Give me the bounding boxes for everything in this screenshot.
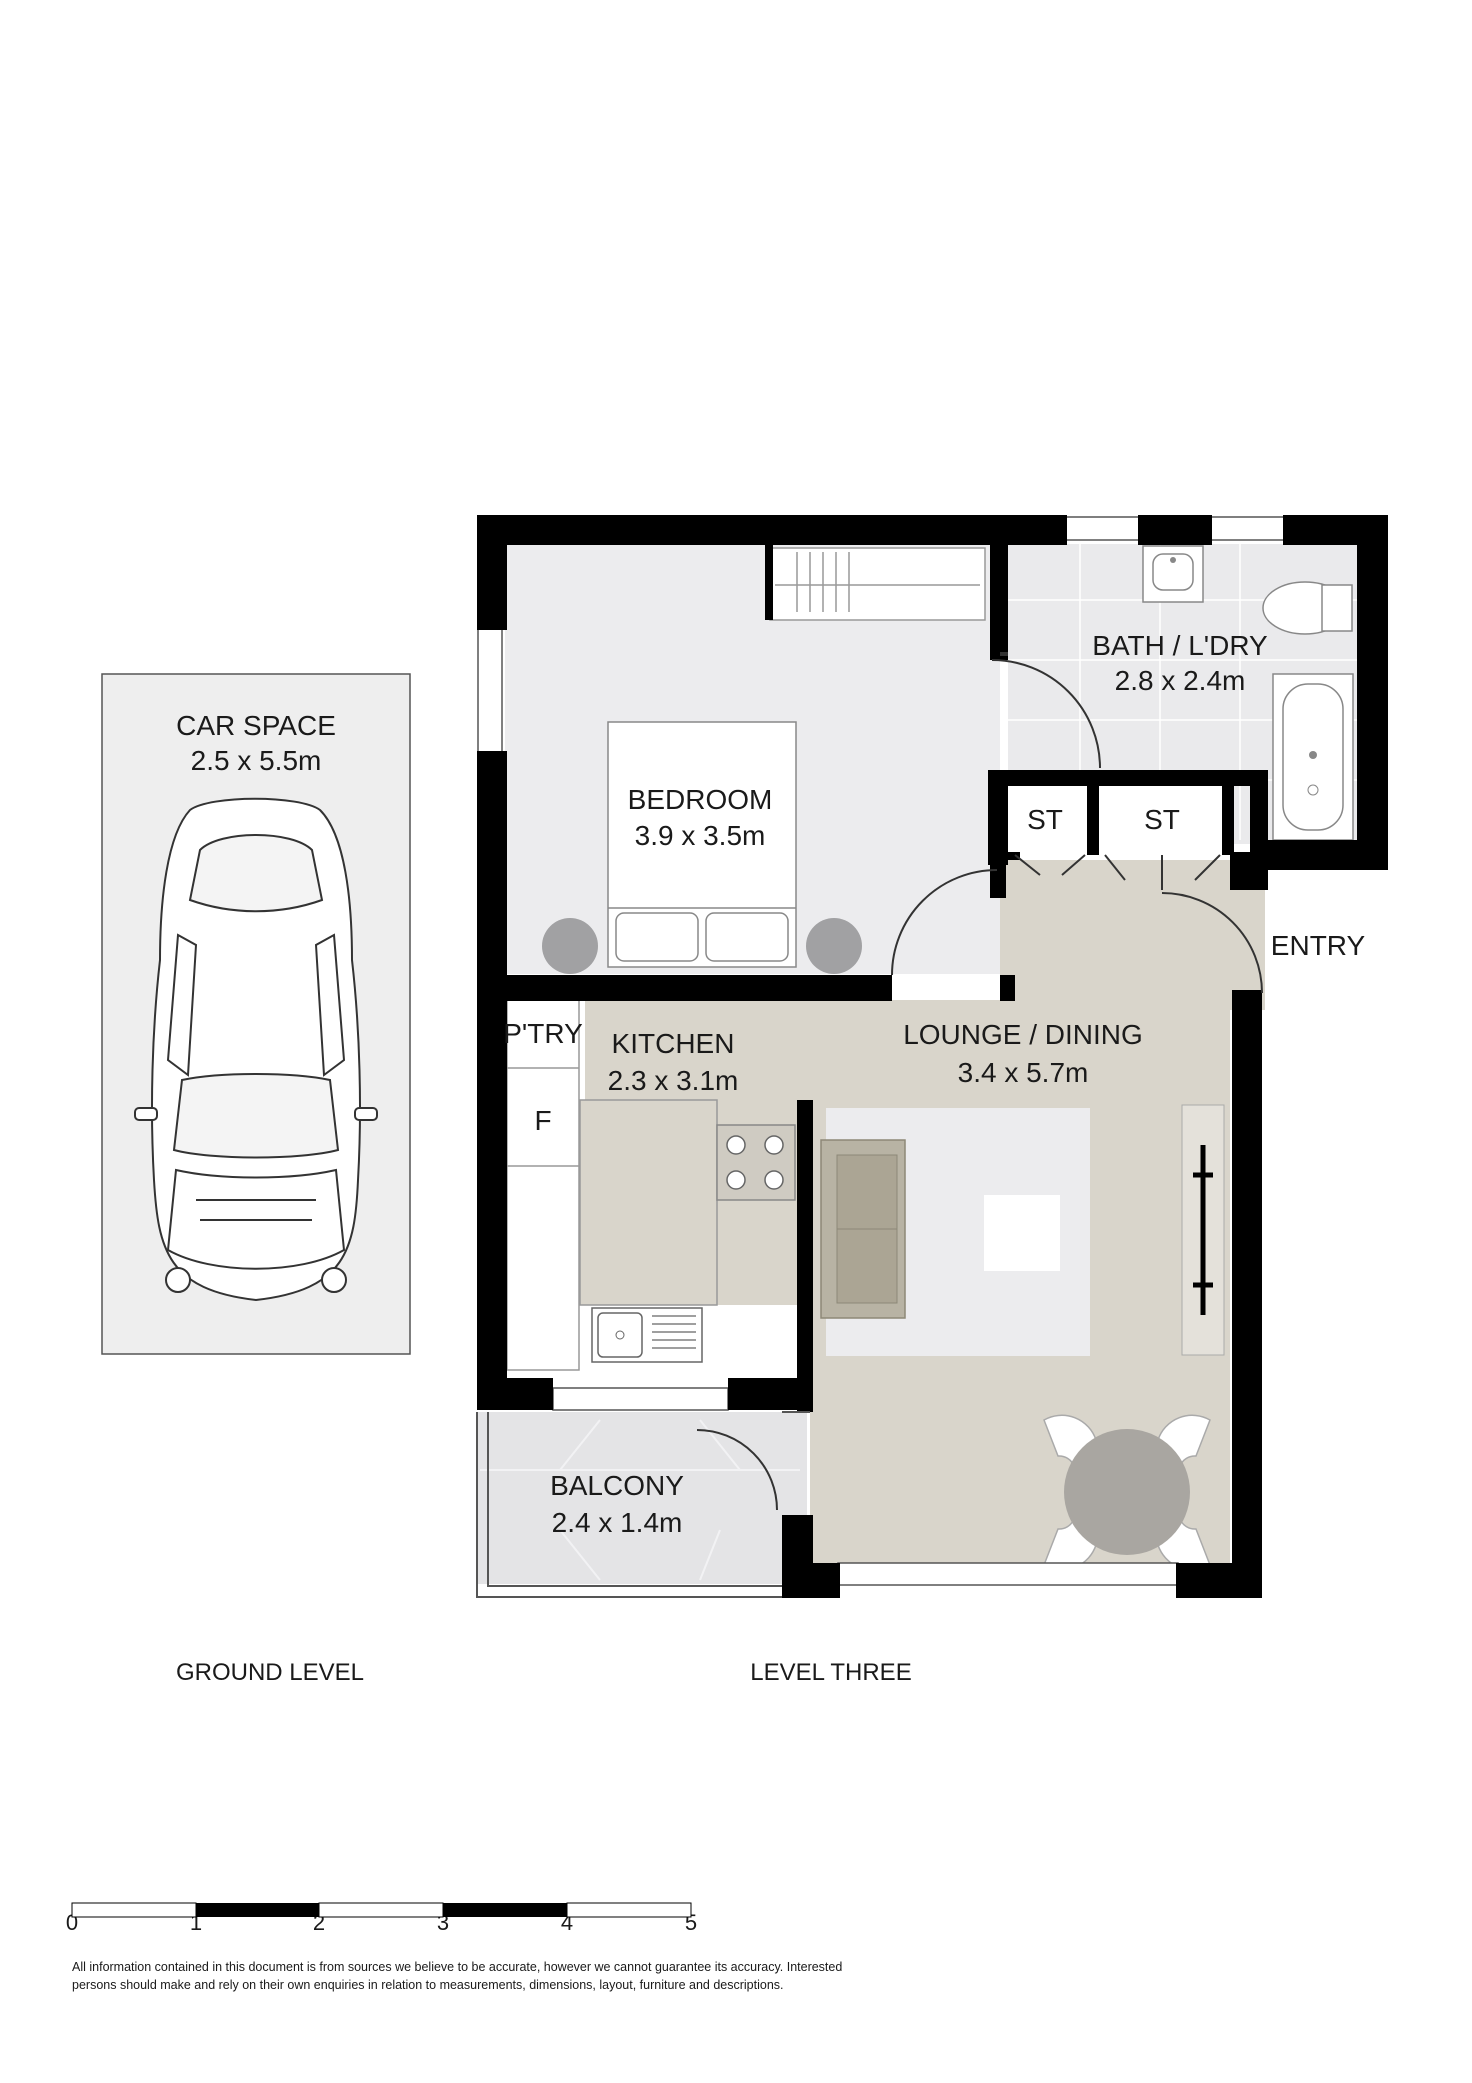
- wall: [1138, 515, 1212, 545]
- wall: [1222, 785, 1234, 855]
- wall: [990, 515, 1008, 660]
- floors: [477, 544, 1360, 1584]
- wall: [1250, 840, 1388, 870]
- window: [1064, 516, 1141, 541]
- disclaimer: All information contained in this docume…: [72, 1958, 972, 1994]
- lounge-size: 3.4 x 5.7m: [958, 1057, 1089, 1088]
- wall: [782, 1563, 840, 1598]
- wardrobe: [769, 547, 986, 621]
- ground-level-label: GROUND LEVEL: [176, 1659, 364, 1686]
- scale-segment: [71, 1902, 197, 1918]
- balcony-outline: [476, 1411, 810, 1598]
- fridge-name: F: [534, 1105, 551, 1136]
- wall: [728, 1378, 813, 1410]
- entry-door-swing: [1161, 892, 1263, 994]
- scale-bar: 0 1 2 3 4 5: [66, 1902, 697, 1935]
- car-space-size: 2.5 x 5.5m: [191, 745, 322, 776]
- burner: [764, 1170, 784, 1190]
- level-three-label: LEVEL THREE: [750, 1659, 911, 1686]
- coffee-table: [984, 1195, 1060, 1271]
- wall: [477, 515, 507, 630]
- wall: [1007, 515, 1067, 545]
- entry-name: ENTRY: [1271, 930, 1366, 961]
- bedroom-name: BEDROOM: [628, 784, 773, 815]
- storage-2-name: ST: [1144, 804, 1180, 835]
- balcony-tiles: [480, 1419, 800, 1581]
- burner: [726, 1135, 746, 1155]
- bath-name: BATH / L'DRY: [1092, 630, 1268, 661]
- wall: [765, 545, 773, 620]
- entry-floor: [1000, 860, 1265, 1010]
- wall: [1000, 852, 1020, 860]
- scale-segment: [443, 1903, 567, 1917]
- wall: [1357, 515, 1388, 870]
- burner: [726, 1170, 746, 1190]
- walls: [477, 515, 1388, 1598]
- storage-1-name: ST: [1027, 804, 1063, 835]
- bedroom-door-swing: [891, 869, 998, 976]
- dining-set: [1043, 1414, 1211, 1571]
- car-space-name: CAR SPACE: [176, 710, 336, 741]
- bedroom-size: 3.9 x 3.5m: [635, 820, 766, 851]
- wall: [477, 1378, 553, 1410]
- tv: [1193, 1145, 1213, 1315]
- bath-fixtures: [1142, 545, 1354, 841]
- dining-table: [1064, 1429, 1190, 1555]
- wall: [1087, 785, 1099, 855]
- lounge-furniture: [820, 1104, 1225, 1356]
- room-labels: CAR SPACE 2.5 x 5.5m BEDROOM 3.9 x 3.5m …: [176, 630, 1365, 1538]
- pillow: [615, 912, 699, 962]
- wall: [797, 1100, 813, 1412]
- wall: [1176, 1563, 1262, 1598]
- cooktop: [716, 1124, 796, 1201]
- disclaimer-line: All information contained in this docume…: [72, 1960, 843, 1974]
- windows: [477, 516, 1286, 1586]
- balcony-size: 2.4 x 1.4m: [552, 1507, 683, 1538]
- storage-door: [1014, 854, 1086, 876]
- lounge-name: LOUNGE / DINING: [903, 1019, 1143, 1050]
- wall: [477, 751, 507, 1399]
- car-icon: [134, 797, 378, 1302]
- storage-door: [1104, 854, 1221, 890]
- balcony-door-swing: [696, 1429, 778, 1511]
- window: [837, 1562, 1179, 1586]
- bedside-table: [542, 918, 598, 974]
- kitchen-name: KITCHEN: [612, 1028, 735, 1059]
- wall: [988, 770, 1008, 865]
- wall: [990, 862, 1006, 898]
- car-space: [101, 673, 411, 1355]
- wall: [1000, 975, 1015, 1001]
- balcony-floor: [477, 1412, 807, 1584]
- scale-segment: [566, 1902, 692, 1918]
- bedside-table: [806, 918, 862, 974]
- doors: [696, 652, 1263, 1511]
- pantry-fridge-area: [505, 1000, 585, 1375]
- window: [552, 1387, 729, 1411]
- kitchen-bench: [579, 1099, 796, 1306]
- bath-door-swing: [991, 659, 1101, 769]
- disclaimer-line: persons should make and rely on their ow…: [72, 1978, 784, 1992]
- wall: [1232, 990, 1262, 1598]
- burner: [764, 1135, 784, 1155]
- window: [1209, 516, 1286, 541]
- storage-cupboard: [1097, 785, 1227, 853]
- window: [477, 627, 503, 754]
- scale-segment: [196, 1903, 319, 1917]
- wall: [477, 515, 1007, 545]
- pillow: [705, 912, 789, 962]
- pantry-name: P'TRY: [503, 1018, 583, 1049]
- scale-segment: [318, 1902, 444, 1918]
- bed: [542, 721, 862, 974]
- sink: [591, 1307, 703, 1363]
- wall: [1230, 852, 1268, 890]
- wall: [990, 770, 1252, 786]
- storage-cupboard: [1005, 785, 1087, 853]
- kitchen-size: 2.3 x 3.1m: [608, 1065, 739, 1096]
- wall: [477, 975, 892, 1001]
- storage-cupboards: [1005, 785, 1227, 853]
- balcony-name: BALCONY: [550, 1470, 684, 1501]
- bath-size: 2.8 x 2.4m: [1115, 665, 1246, 696]
